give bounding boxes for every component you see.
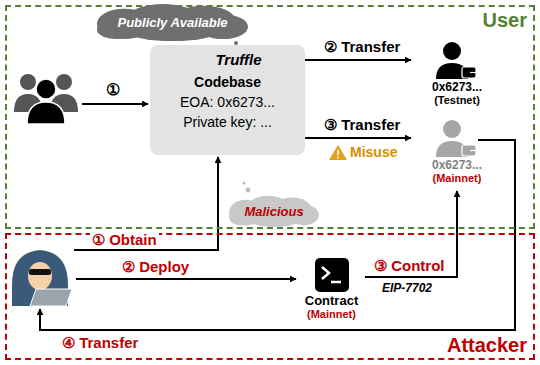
step-label: ④ Transfer [60,334,140,352]
drawing-part [331,281,341,284]
drawing-part [28,262,52,290]
arrow [40,140,515,330]
node-title: 0x6273... [432,80,482,94]
step-label: ① Obtain [90,231,159,249]
drawing-part [337,157,339,159]
drawing-part [30,289,72,306]
drawing-part [329,145,347,160]
node-text: (Mainnet) [307,308,356,320]
drawing-part [443,120,461,138]
edge-label: ③ Control [372,257,447,275]
warning-icon [329,145,347,160]
node-text: (Mainnet) [433,172,482,184]
edge-label: ③ Transfer [322,116,402,134]
region-title: Attacker [447,334,527,357]
drawing-part [322,267,329,279]
node-text: Codebase [194,74,261,90]
flow-arrow [305,59,411,61]
user-region: UserTruffleCodebaseEOA: 0x6273... Private… [5,5,535,229]
node-title: Malicious [244,204,303,219]
node-title: 0x6273... [432,158,482,172]
drawing-part [337,150,339,155]
drawing-part [246,188,251,193]
region-title: User [483,9,527,32]
node-text: EOA: 0x6273... [180,94,275,110]
node-text: Private key: ... [183,114,272,130]
step-label: ② Deploy [120,258,191,276]
drawing-part [229,196,319,227]
drawing-part [470,72,476,73]
node-title: Publicly Available [117,15,227,30]
drawing-part [462,67,476,78]
account-icon [436,42,476,79]
flow-arrow [305,137,411,139]
drawing-part [20,74,36,90]
node-title: Truffle [193,51,261,68]
account-node: 0x6273...(Testnet) [412,40,502,110]
node-text: (Testnet) [434,94,480,106]
drawing-part [315,258,349,292]
account-icon [436,120,476,157]
arrow [82,103,148,105]
thought-cloud: Publicly Available [95,3,250,41]
drawing-part [27,102,65,124]
node-title: Contract [305,293,358,308]
account-node: 0x6273...(Mainnet) [412,118,502,190]
drawing-part [36,79,56,99]
arrow [76,278,296,280]
edge-label: ② Transfer [322,38,402,56]
thought-dots [242,181,250,192]
attacker-icon [12,250,72,306]
contract-icon [315,258,349,292]
contract-node: Contract(Mainnet) [298,255,365,325]
drawing-part [470,150,476,151]
codebase-box: TruffleCodebaseEOA: 0x6273... Private key… [150,45,305,155]
arrow [74,157,218,250]
callout-number: ① [104,80,122,99]
drawing-part [443,42,461,60]
drawing-part [56,74,72,90]
warning-label: Misuse [348,144,399,160]
drawing-part [242,181,245,184]
users-icon [14,74,78,124]
thought-cloud: Malicious [228,195,320,227]
drawing-part [29,269,51,275]
drawing-part [97,4,248,41]
protocol-label: EIP-7702 [380,281,434,295]
drawing-part [462,145,476,156]
